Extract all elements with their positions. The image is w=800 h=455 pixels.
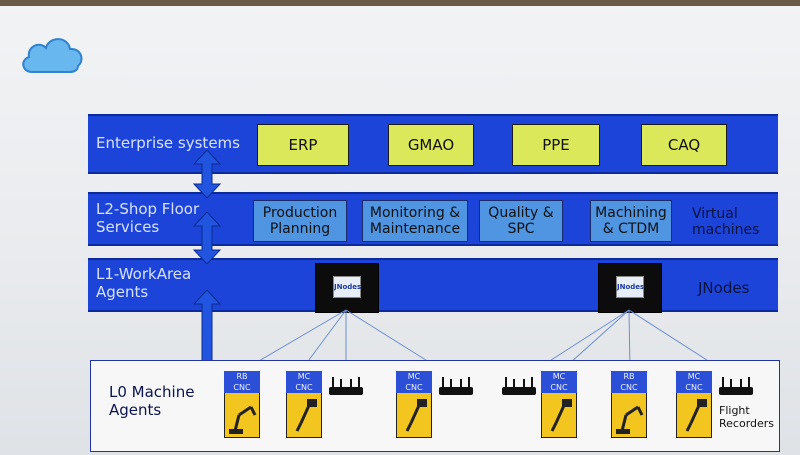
virtual-machines-label: Virtual machines: [692, 206, 760, 238]
monitoring-maintenance-box: Monitoring & Maintenance: [362, 200, 468, 242]
drill-icon: [396, 393, 432, 438]
machine-label: RB CNC: [611, 371, 647, 393]
machine-label: MC CNC: [396, 371, 432, 393]
machine-label: RB CNC: [224, 371, 260, 393]
quality-spc-box: Quality & SPC: [479, 200, 563, 242]
machine-label: MC CNC: [676, 371, 712, 393]
robot-arm-icon: [224, 393, 260, 438]
machine-rb-cnc: RB CNC: [611, 371, 647, 438]
router-icon: [439, 377, 473, 395]
machine-mc-cnc: MC CNC: [396, 371, 432, 438]
router-icon: [719, 377, 753, 395]
enterprise-layer-title: Enterprise systems: [96, 134, 240, 152]
jnodes-label: JNodes: [698, 279, 750, 297]
l2-layer-title: L2-Shop Floor Services: [96, 200, 200, 236]
machine-label: MC CNC: [541, 371, 577, 393]
arrow-l1-l0: [192, 290, 222, 376]
top-frame-edge: [0, 0, 800, 6]
l1-layer-title: L1-WorkArea Agents: [96, 265, 192, 301]
arrow-enterprise-l2: [192, 150, 222, 198]
drill-icon: [676, 393, 712, 438]
ppe-box: PPE: [512, 124, 600, 166]
machine-label: MC CNC: [286, 371, 322, 393]
router-icon: [502, 377, 536, 395]
arrow-l2-l1: [192, 212, 222, 264]
flight-recorders-label: Flight Recorders: [719, 404, 775, 430]
machine-mc-cnc: MC CNC: [541, 371, 577, 438]
jnode-logo: JNodes: [616, 276, 644, 298]
jnode-logo: JNodes: [333, 276, 361, 298]
caq-box: CAQ: [641, 124, 727, 166]
router-icon: [329, 377, 363, 395]
jnode-device-icon: JNodes: [598, 263, 662, 313]
jnode-device-icon: JNodes: [315, 263, 379, 313]
drill-icon: [541, 393, 577, 438]
cloud-icon: [22, 38, 83, 73]
machine-mc-cnc: MC CNC: [286, 371, 322, 438]
l0-layer-title: L0 Machine Agents: [109, 383, 195, 419]
machine-rb-cnc: RB CNC: [224, 371, 260, 438]
gmao-box: GMAO: [388, 124, 474, 166]
enterprise-layer: Enterprise systems ERP GMAO PPE CAQ: [88, 114, 778, 174]
machining-ctdm-box: Machining & CTDM: [590, 200, 672, 242]
drill-icon: [286, 393, 322, 438]
machine-mc-cnc: MC CNC: [676, 371, 712, 438]
robot-arm-icon: [611, 393, 647, 438]
l0-machine-agents-layer: L0 Machine Agents RB CNC MC CNC MC CNC M…: [90, 360, 780, 452]
production-planning-box: Production Planning: [253, 200, 347, 242]
erp-box: ERP: [257, 124, 349, 166]
